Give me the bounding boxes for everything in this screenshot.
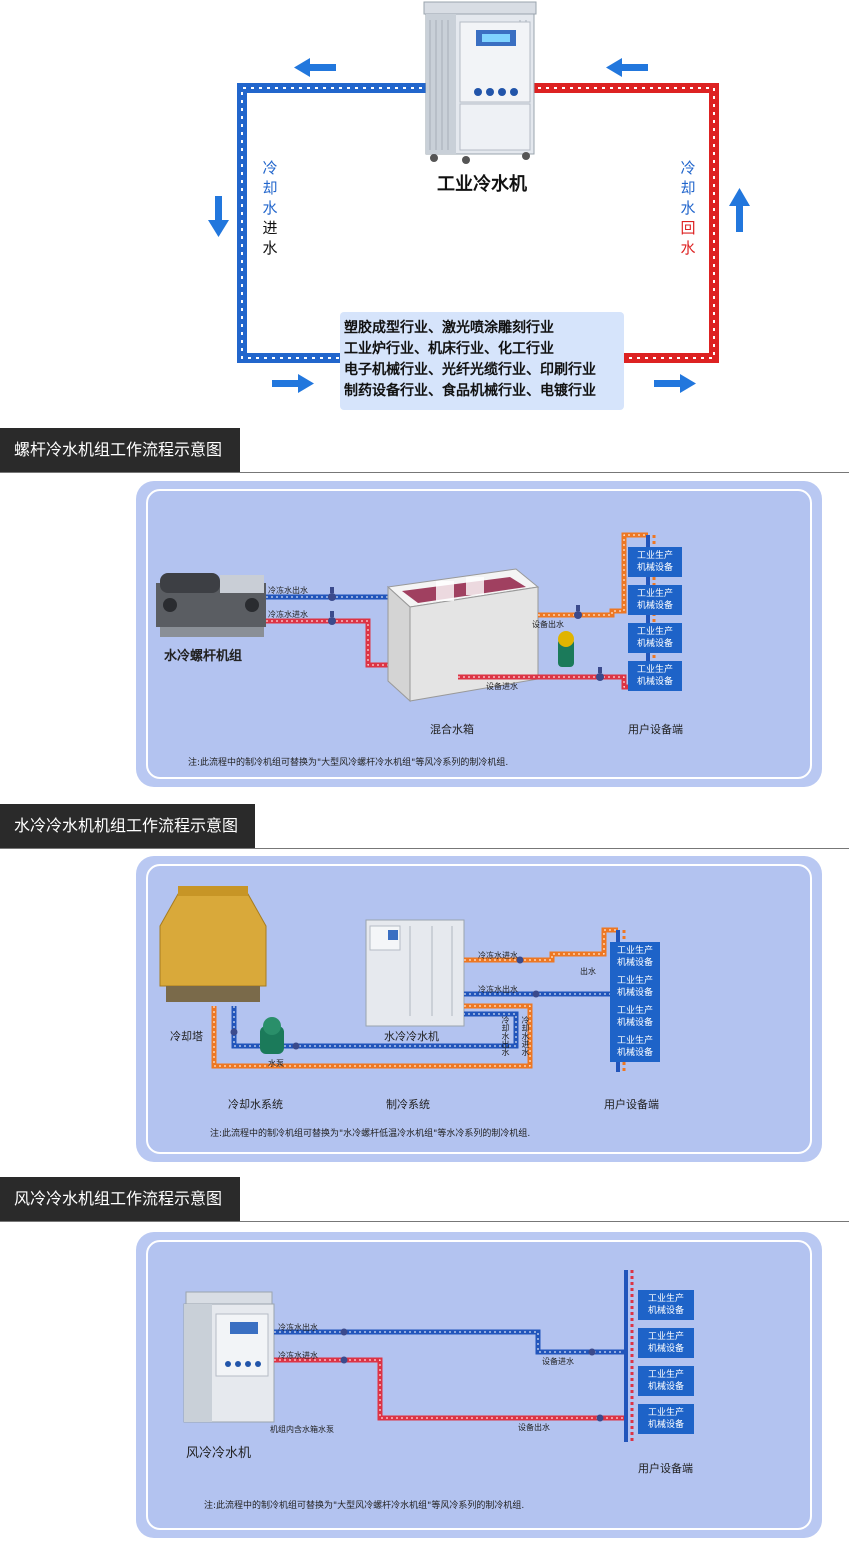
industry-line: 制药设备行业、食品机械行业、电镀行业 <box>344 383 596 399</box>
valve-icon <box>574 605 582 619</box>
diagram-note: 注:此流程中的制冷机组可替换为"水冷螺杆低温冷水机组"等水冷系列的制冷机组. <box>210 1129 531 1139</box>
valve-icon <box>532 990 540 998</box>
arrow-right-icon <box>654 374 696 393</box>
equip-in-label: 设备进水 <box>542 1357 574 1366</box>
diagram-inner: 水冷螺杆机组 冷冻水出水 冷冻水进水 设备出水 设备进水 混合水箱 用户设备端 … <box>146 489 812 779</box>
device-box: 工业生产机械设备 <box>638 1404 694 1434</box>
top-flow-svg <box>208 1 750 410</box>
device-box: 工业生产机械设备 <box>610 942 660 972</box>
valve-icon <box>340 1328 348 1336</box>
device-box: 工业生产机械设备 <box>638 1328 694 1358</box>
section-divider <box>0 848 849 849</box>
diagram-inner: 风冷冷水机 冷冻水出水 冷冻水进水 设备进水 设备出水 机组内含水箱水泵 用户设… <box>146 1240 812 1530</box>
unit-label: 水冷螺杆机组 <box>164 649 243 664</box>
valve-icon <box>516 956 524 964</box>
unit-label: 风冷冷水机 <box>186 1446 252 1461</box>
screw-chiller-diagram: 水冷螺杆机组 冷冻水出水 冷冻水进水 设备出水 设备进水 混合水箱 用户设备端 … <box>136 481 822 787</box>
valve-icon <box>328 587 336 601</box>
section-title: 水冷冷水机机组工作流程示意图 <box>0 804 255 848</box>
water-cooled-chiller-image <box>365 919 465 1027</box>
industry-line: 塑胶成型行业、激光喷涂雕刻行业 <box>344 320 554 336</box>
device-box: 工业生产机械设备 <box>628 623 682 653</box>
device-box: 工业生产机械设备 <box>610 1032 660 1062</box>
refrigeration-system-label: 制冷系统 <box>386 1098 430 1111</box>
valve-icon <box>292 1042 300 1050</box>
valve-icon <box>328 611 336 625</box>
unit-label: 水冷冷水机 <box>384 1030 439 1043</box>
industry-line: 工业炉行业、机床行业、化工行业 <box>344 341 554 357</box>
water-pump-icon <box>260 1017 284 1054</box>
diagram-note: 注:此流程中的制冷机组可替换为"大型风冷螺杆冷水机组"等风冷系列的制冷机组. <box>188 758 509 768</box>
device-box: 工业生产机械设备 <box>610 972 660 1002</box>
pipe-out-label: 冷冻水出水 <box>278 1323 318 1332</box>
valve-icon <box>230 1028 238 1036</box>
outlet-label: 出水 <box>580 967 596 976</box>
section-title: 螺杆冷水机组工作流程示意图 <box>0 428 240 472</box>
arrow-left-icon <box>294 58 336 77</box>
user-end-label: 用户设备端 <box>628 723 683 736</box>
equip-in-label: 设备进水 <box>486 682 518 691</box>
industry-line: 电子机械行业、光纤光缆行业、印刷行业 <box>344 362 596 378</box>
air-cooled-chiller-image <box>183 1291 275 1423</box>
section-title: 风冷冷水机组工作流程示意图 <box>0 1177 240 1221</box>
cooling-tower-image <box>159 886 267 1002</box>
valve-icon <box>596 1414 604 1422</box>
arrow-up-icon <box>729 188 750 232</box>
mixing-tank-image <box>386 568 540 703</box>
pump-label: 水泵 <box>268 1059 284 1068</box>
pipe-out-label: 冷冻水出水 <box>478 985 518 994</box>
device-box: 工业生产机械设备 <box>638 1290 694 1320</box>
air-cooled-chiller-diagram: 风冷冷水机 冷冻水出水 冷冻水进水 设备进水 设备出水 机组内含水箱水泵 用户设… <box>136 1232 822 1538</box>
air-cooled-flow-svg <box>183 1270 634 1442</box>
cooling-water-in-label: 冷却水进水 <box>521 1016 530 1056</box>
diagram-inner: 冷却塔 水冷冷水机 冷冻水进水 冷冻水出水 出水 水泵 冷却水出水 冷却水进水 … <box>146 864 812 1154</box>
arrow-down-icon <box>208 196 229 237</box>
user-end-label: 用户设备端 <box>604 1098 659 1111</box>
top-flow-diagram: 工业冷水机 冷 却 水 进 水 冷 却 水 回 水 塑胶成型行业、激光喷涂雕刻行… <box>0 0 849 420</box>
water-pump-icon <box>558 631 574 667</box>
diagram-note: 注:此流程中的制冷机组可替换为"大型风冷螺杆冷水机组"等风冷系列的制冷机组. <box>204 1501 525 1511</box>
cooling-water-out-label: 冷却水出水 <box>501 1016 510 1056</box>
industries-list: 塑胶成型行业、激光喷涂雕刻行业 工业炉行业、机床行业、化工行业 电子机械行业、光… <box>344 318 622 402</box>
device-box: 工业生产机械设备 <box>628 547 682 577</box>
industrial-chiller-image <box>423 1 537 164</box>
cold-water-return-label: 冷 却 水 回 水 <box>680 159 696 257</box>
water-cooled-screw-unit-image <box>156 573 266 637</box>
industries-box <box>340 312 624 410</box>
water-cooled-chiller-diagram: 冷却塔 水冷冷水机 冷冻水进水 冷冻水出水 出水 水泵 冷却水出水 冷却水进水 … <box>136 856 822 1162</box>
valve-icon <box>596 667 604 681</box>
machine-label: 工业冷水机 <box>437 174 527 195</box>
tank-label: 混合水箱 <box>430 723 474 736</box>
cooling-tower-label: 冷却塔 <box>170 1030 203 1043</box>
cooling-system-label: 冷却水系统 <box>228 1098 283 1111</box>
cold-water-inlet-label: 冷 却 水 进 水 <box>262 159 278 257</box>
pipe-in-label: 冷冻水进水 <box>278 1351 318 1360</box>
screw-flow-svg <box>156 532 656 703</box>
device-box: 工业生产机械设备 <box>638 1366 694 1396</box>
user-end-label: 用户设备端 <box>638 1462 693 1475</box>
valve-icon <box>340 1356 348 1364</box>
valve-icon <box>588 1348 596 1356</box>
equip-out-label: 设备出水 <box>518 1423 550 1432</box>
pipe-in-label: 冷冻水进水 <box>268 610 308 619</box>
device-box: 工业生产机械设备 <box>610 1002 660 1032</box>
device-box: 工业生产机械设备 <box>628 585 682 615</box>
section-divider <box>0 1221 849 1222</box>
equip-out-label: 设备出水 <box>532 620 564 629</box>
device-box: 工业生产机械设备 <box>628 661 682 691</box>
pump-note-label: 机组内含水箱水泵 <box>270 1425 334 1434</box>
hot-water-loop <box>530 83 719 363</box>
arrow-left-icon <box>606 58 648 77</box>
pipe-in-label: 冷冻水进水 <box>478 951 518 960</box>
pipe-out-label: 冷冻水出水 <box>268 586 308 595</box>
arrow-right-icon <box>272 374 314 393</box>
section-divider <box>0 472 849 473</box>
